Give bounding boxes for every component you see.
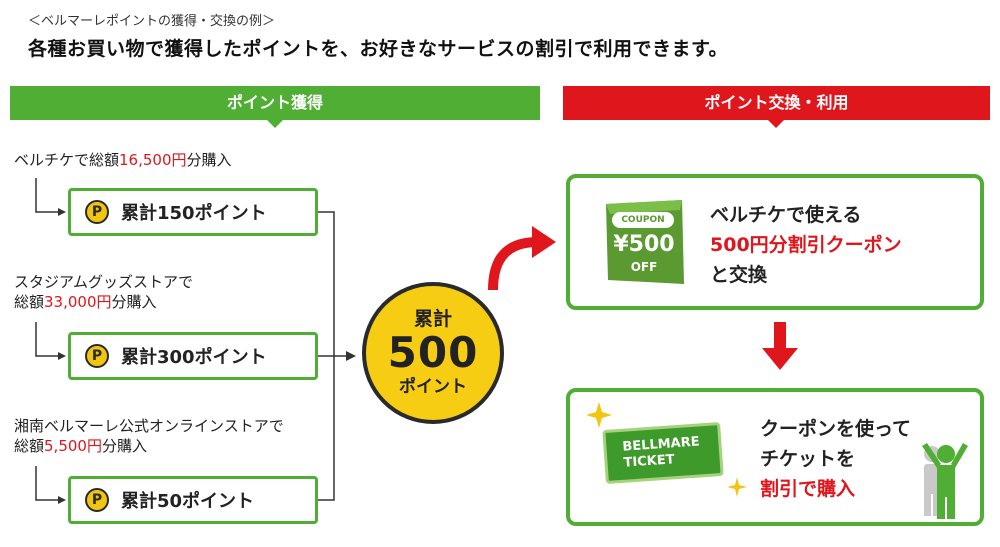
earn-item-3-points-box: P 累計50ポイント <box>68 476 318 524</box>
point-coin-icon: P <box>85 488 109 512</box>
ticket-icon: BELLMARE TICKET <box>602 421 724 485</box>
earn-item-1-pre: ベルチケで総額 <box>14 151 120 169</box>
exchange-banner-pointer <box>766 118 786 128</box>
coupon-text-3: と交換 <box>710 264 768 286</box>
earn-item-2-points: 累計300ポイント <box>121 347 267 368</box>
earn-item-2-label: スタジアムグッズストアで 総額33,000円分購入 <box>14 272 193 312</box>
coupon-value: ¥500 <box>613 232 675 257</box>
earn-item-2-pre: 総額 <box>14 293 45 311</box>
total-points-coin: 累計 500 ポイント <box>362 282 504 424</box>
earn-banner-pointer <box>265 118 285 128</box>
exchange-banner: ポイント交換・利用 <box>563 86 990 120</box>
earn-item-1-post: 分購入 <box>186 151 232 169</box>
total-value: 500 <box>387 328 479 377</box>
earn-item-1-amount: 16,500円 <box>119 151 187 169</box>
point-coin-icon: P <box>85 200 109 224</box>
earn-item-3-pre: 総額 <box>14 437 45 455</box>
earn-item-3-line1: 湘南ベルマーレ公式オンラインストアで <box>14 417 284 435</box>
earn-item-2-post: 分購入 <box>111 293 157 311</box>
coupon-icon: COUPON ¥500 OFF <box>602 200 686 284</box>
sparkle-icon <box>586 402 612 428</box>
ticket-description: クーポンを使って チケットを 割引で購入 <box>760 414 911 504</box>
earn-item-2-line1: スタジアムグッズストアで <box>14 273 193 291</box>
earn-item-3-amount: 5,500円 <box>44 437 102 455</box>
earn-item-2-amount: 33,000円 <box>44 293 112 311</box>
earn-item-1-points-box: P 累計150ポイント <box>68 188 318 236</box>
earn-banner: ポイント獲得 <box>10 86 540 120</box>
coupon-description: ベルチケで使える 500円分割引クーポン と交換 <box>710 200 902 290</box>
earn-item-3-post: 分購入 <box>101 437 147 455</box>
ticket-text-3: 割引で購入 <box>760 478 856 500</box>
coupon-off: OFF <box>630 260 658 274</box>
total-label: 累計 <box>413 308 452 330</box>
earn-item-1-points: 累計150ポイント <box>121 203 267 224</box>
coupon-tag: COUPON <box>612 212 674 228</box>
ticket-text-1: クーポンを使って <box>760 418 912 440</box>
ticket-text-2: チケットを <box>760 448 856 470</box>
cheering-person-icon <box>922 443 968 519</box>
earn-item-1-label: ベルチケで総額16,500円分購入 <box>14 150 232 170</box>
earn-item-2-points-box: P 累計300ポイント <box>68 332 318 380</box>
earn-item-2-line2: 総額33,000円分購入 <box>14 292 193 312</box>
coupon-text-1: ベルチケで使える <box>710 204 862 226</box>
headline: 各種お買い物で獲得したポイントを、お好きなサービスの割引で利用できます。 <box>28 38 729 60</box>
sparkle-icon <box>727 477 747 497</box>
caption: ＜ベルマーレポイントの獲得・交換の例＞ <box>28 14 276 29</box>
earn-item-3-points: 累計50ポイント <box>121 491 255 512</box>
total-unit: ポイント <box>399 377 467 397</box>
earn-item-3-line2: 総額5,500円分購入 <box>14 436 284 456</box>
earn-item-3-label: 湘南ベルマーレ公式オンラインストアで 総額5,500円分購入 <box>14 416 284 456</box>
point-coin-icon: P <box>85 344 109 368</box>
coupon-text-2: 500円分割引クーポン <box>710 234 902 256</box>
